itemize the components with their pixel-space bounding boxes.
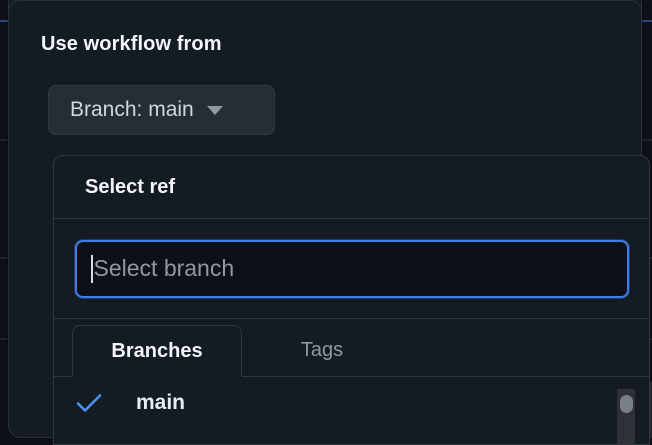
branch-filter-placeholder: Select branch: [94, 255, 235, 282]
list-item-label: main: [136, 391, 185, 415]
select-ref-title: Select ref: [85, 176, 175, 199]
list-item[interactable]: main: [54, 377, 649, 429]
list-scrollbar[interactable]: [617, 389, 635, 445]
branch-select-label: Branch: main: [70, 98, 194, 122]
select-ref-panel: Select ref Select branch Branches Tags: [53, 155, 650, 445]
chevron-down-icon: [207, 106, 223, 115]
branch-filter-input[interactable]: Select branch: [75, 240, 629, 298]
tab-tags[interactable]: Tags: [242, 325, 402, 377]
tab-tags-label: Tags: [301, 339, 343, 362]
ref-list[interactable]: main: [54, 377, 649, 445]
branch-select-button[interactable]: Branch: main: [48, 85, 275, 135]
tab-branches-label: Branches: [111, 340, 202, 363]
run-workflow-dialog: Use workflow from Branch: main Select re…: [8, 0, 642, 438]
ref-tabs: Branches Tags: [54, 319, 649, 377]
list-scrollbar-thumb[interactable]: [620, 395, 633, 413]
text-cursor-icon: [91, 255, 93, 283]
check-icon: [76, 393, 112, 413]
select-ref-header: Select ref: [54, 156, 649, 219]
branch-filter-row: Select branch: [54, 219, 649, 319]
tab-branches[interactable]: Branches: [72, 325, 242, 377]
page-title: Use workflow from: [41, 33, 222, 56]
